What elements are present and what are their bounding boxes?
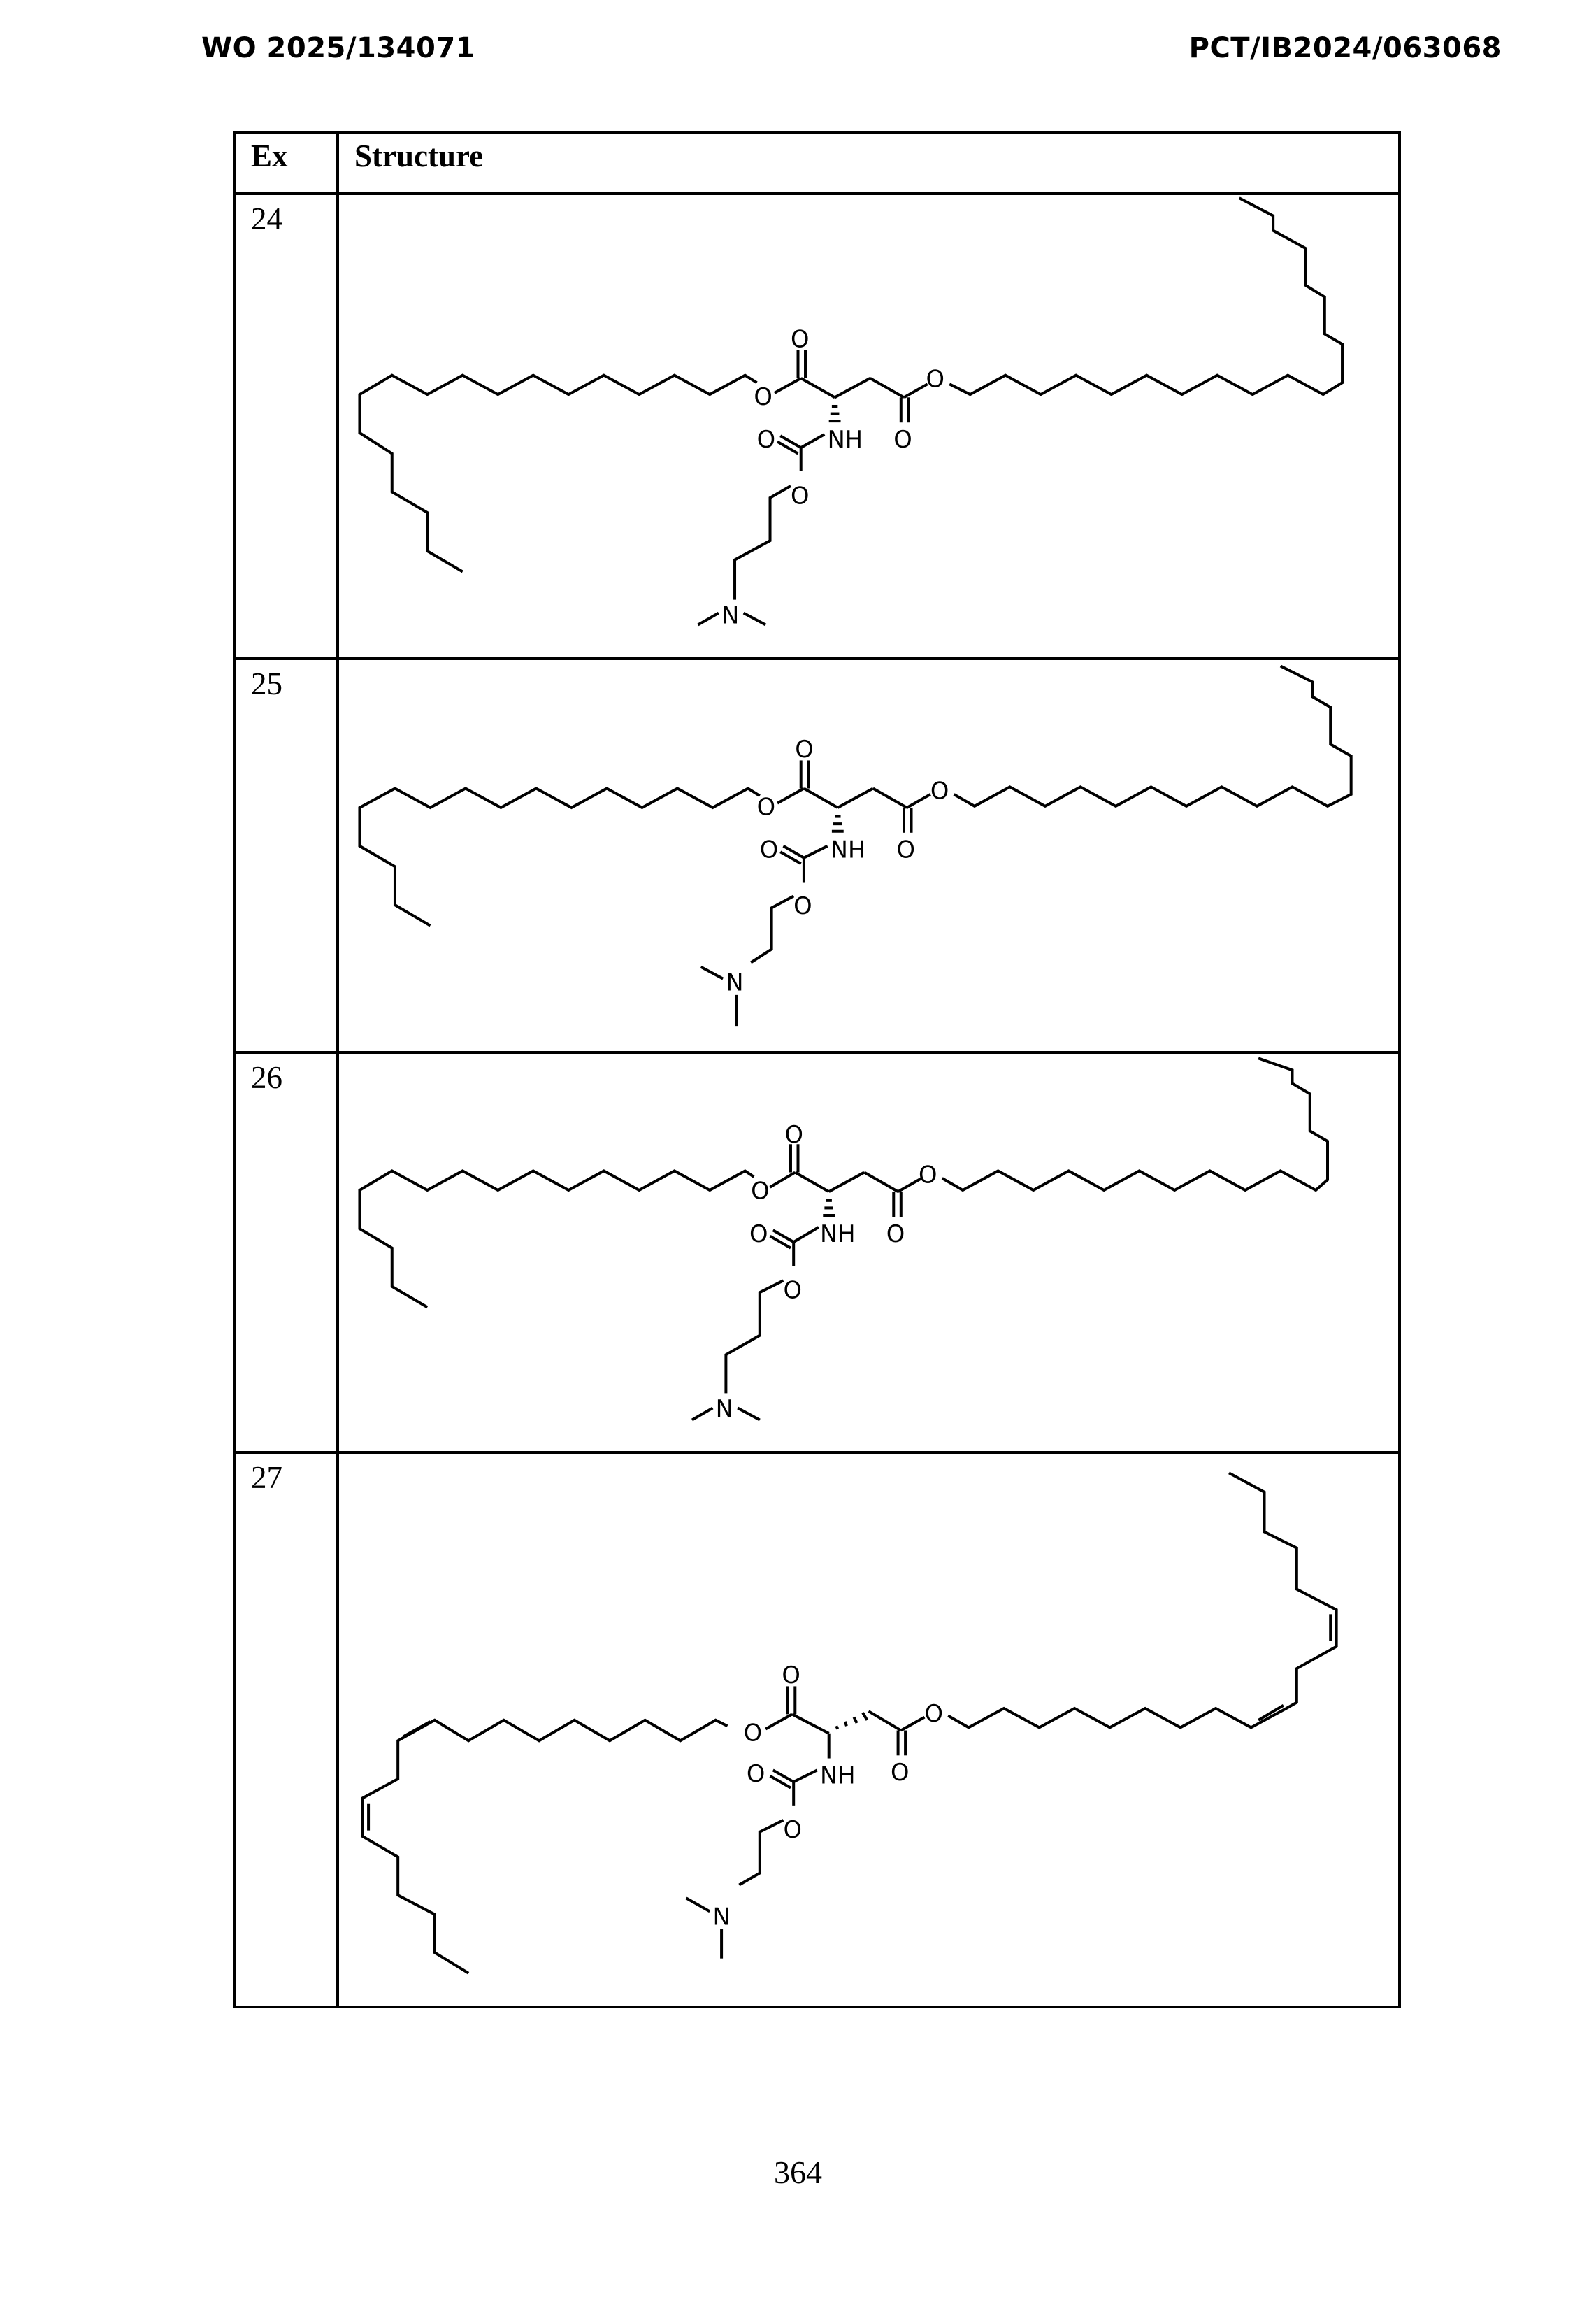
- svg-text:O: O: [791, 482, 809, 509]
- svg-text:O: O: [930, 777, 949, 804]
- svg-text:O: O: [744, 1719, 763, 1746]
- svg-text:NH: NH: [820, 1220, 855, 1248]
- chemical-structure-25: O O NH O O O O N: [358, 664, 1353, 1027]
- svg-text:N: N: [726, 968, 743, 996]
- svg-text:O: O: [749, 1220, 768, 1248]
- example-number: 24: [251, 201, 282, 236]
- svg-text:O: O: [754, 383, 772, 410]
- column-header-ex-label: Ex: [251, 138, 288, 173]
- example-number-cell: 26: [233, 1051, 339, 1454]
- examples-table: Ex Structure 24 O O NH O: [233, 131, 1401, 2008]
- svg-text:O: O: [795, 736, 813, 763]
- svg-text:O: O: [783, 1277, 801, 1304]
- table-row: 26 O O NH O O O: [233, 1051, 1401, 1454]
- structure-cell: O O NH O O O: [336, 192, 1401, 660]
- svg-text:O: O: [886, 1220, 905, 1248]
- column-header-ex: Ex: [233, 131, 339, 195]
- structure-cell: O O NH O O O O N: [336, 1051, 1401, 1454]
- table-row: 25 O O NH O O O: [233, 657, 1401, 1054]
- svg-text:O: O: [757, 426, 775, 453]
- example-number: 25: [251, 666, 282, 701]
- svg-text:O: O: [747, 1760, 765, 1787]
- svg-text:O: O: [751, 1178, 769, 1205]
- svg-text:O: O: [793, 892, 812, 920]
- svg-text:O: O: [893, 426, 912, 453]
- svg-text:O: O: [924, 1700, 943, 1727]
- column-header-structure-label: Structure: [354, 138, 484, 173]
- svg-text:NH: NH: [828, 426, 863, 453]
- svg-text:N: N: [721, 601, 739, 629]
- chemical-structure-27: O O NH O O O: [361, 1471, 1338, 1975]
- table-row: 24 O O NH O O: [233, 192, 1401, 660]
- example-number-cell: 27: [233, 1451, 339, 2008]
- application-number: PCT/IB2024/063068: [1188, 32, 1502, 64]
- publication-number: WO 2025/134071: [201, 32, 475, 64]
- svg-text:O: O: [891, 1759, 910, 1786]
- svg-text:O: O: [919, 1161, 937, 1188]
- svg-text:N: N: [716, 1395, 733, 1422]
- example-number-cell: 25: [233, 657, 339, 1054]
- chemical-structure-24: O O NH O O O: [358, 196, 1344, 629]
- svg-text:NH: NH: [820, 1761, 855, 1789]
- svg-text:O: O: [760, 836, 778, 864]
- svg-text:O: O: [926, 365, 944, 392]
- structure-cell: O O NH O O O: [336, 1451, 1401, 2008]
- svg-text:NH: NH: [831, 836, 865, 864]
- structure-cell: O O NH O O O O N: [336, 657, 1401, 1054]
- svg-text:O: O: [791, 325, 809, 352]
- page-number: 364: [774, 2154, 822, 2190]
- chemical-structure-26: O O NH O O O O N: [358, 1057, 1329, 1422]
- svg-text:O: O: [757, 793, 775, 820]
- example-number-cell: 24: [233, 192, 339, 660]
- svg-text:O: O: [783, 1816, 802, 1843]
- example-number: 26: [251, 1060, 282, 1095]
- example-number: 27: [251, 1460, 282, 1495]
- table-header-row: Ex Structure: [233, 131, 1401, 195]
- table-row: 27 O O NH O O: [233, 1451, 1401, 2008]
- svg-text:O: O: [785, 1121, 803, 1148]
- svg-text:N: N: [712, 1903, 730, 1930]
- column-header-structure: Structure: [336, 131, 1401, 195]
- svg-text:O: O: [782, 1661, 800, 1689]
- svg-text:O: O: [896, 836, 914, 864]
